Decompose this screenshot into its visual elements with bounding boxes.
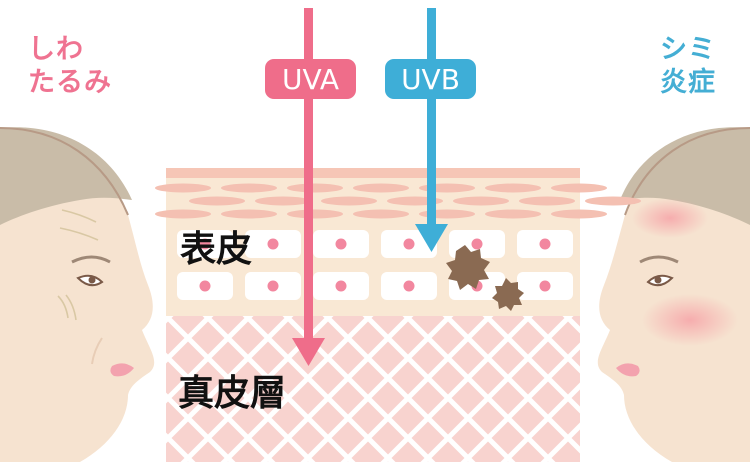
corneum-cell bbox=[485, 209, 541, 219]
corneum-cell bbox=[155, 209, 211, 219]
dermis-layer bbox=[166, 315, 580, 462]
right-face-blush-upper bbox=[632, 198, 708, 238]
left-face-hair bbox=[0, 127, 132, 225]
corneum-cell bbox=[255, 196, 311, 206]
cell-nucleus bbox=[539, 238, 551, 250]
uva-label: UVA bbox=[265, 59, 356, 99]
corneum-cell bbox=[551, 209, 607, 219]
cell-nucleus bbox=[403, 238, 415, 250]
corneum-cell bbox=[585, 196, 641, 206]
corneum-cell bbox=[321, 196, 377, 206]
uva-arrow bbox=[292, 8, 325, 366]
corneum-cell bbox=[485, 183, 541, 193]
corneum-cell bbox=[551, 183, 607, 193]
cell-nucleus bbox=[199, 280, 211, 292]
dermis-label: 真皮層 bbox=[178, 373, 287, 414]
right-face-profile bbox=[597, 127, 750, 462]
left-face-profile bbox=[0, 127, 155, 462]
left-face-lips bbox=[110, 363, 134, 377]
cell-nucleus bbox=[267, 280, 279, 292]
left-face-wrinkles bbox=[57, 209, 99, 321]
cell-nucleus bbox=[403, 280, 415, 292]
inflammation-text: 炎症 bbox=[660, 67, 716, 98]
cell-nucleus bbox=[335, 238, 347, 250]
cell-nucleus bbox=[199, 238, 211, 250]
left-face-skin bbox=[0, 128, 155, 462]
spots-text: シミ bbox=[660, 34, 716, 65]
uvb-arrow bbox=[415, 8, 448, 252]
sagging-text: たるみ bbox=[28, 67, 112, 98]
cell-nucleus bbox=[539, 280, 551, 292]
cell-nucleus bbox=[471, 238, 483, 250]
corneum-cell bbox=[221, 183, 277, 193]
right-face-hair bbox=[620, 127, 750, 225]
corneum-cells bbox=[155, 183, 641, 219]
pigment-spot-large bbox=[446, 245, 490, 290]
corneum-cell bbox=[519, 196, 575, 206]
corneum-cell bbox=[189, 196, 245, 206]
cell-nucleus bbox=[267, 238, 279, 250]
cell-nucleus bbox=[335, 280, 347, 292]
corneum-cell bbox=[287, 209, 343, 219]
uvb-label: UVB bbox=[385, 59, 476, 99]
right-face-lips bbox=[616, 363, 640, 377]
wrinkles-sagging-label: しわ たるみ bbox=[28, 36, 112, 102]
right-face-brow bbox=[639, 255, 679, 264]
epidermis-label: 表皮 bbox=[180, 229, 253, 270]
corneum-cell bbox=[221, 209, 277, 219]
corneum-cell bbox=[353, 209, 409, 219]
corneum-cell bbox=[453, 196, 509, 206]
stratum-corneum-band bbox=[166, 168, 580, 178]
spots-inflammation-label: シミ 炎症 bbox=[660, 36, 716, 102]
corneum-cell bbox=[155, 183, 211, 193]
wrinkles-text: しわ bbox=[28, 34, 84, 65]
skin-cross-section bbox=[155, 168, 641, 462]
pigment-spot-small bbox=[492, 278, 524, 311]
corneum-cell bbox=[287, 183, 343, 193]
left-face-brow bbox=[71, 255, 111, 264]
right-face-blush-lower bbox=[642, 294, 738, 346]
corneum-cell bbox=[353, 183, 409, 193]
